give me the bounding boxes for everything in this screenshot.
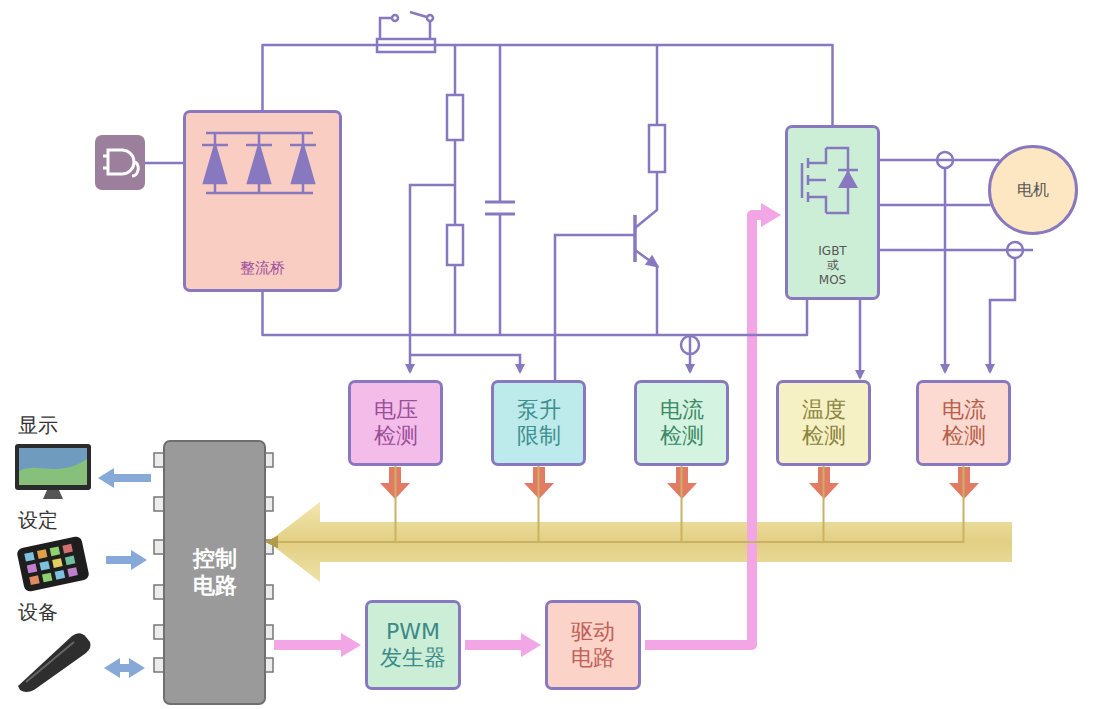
process-box: 泵升 限制 — [491, 380, 586, 466]
motor-circle: 电机 — [988, 145, 1078, 235]
external-device: 设备 — [12, 600, 104, 704]
base-drive-line — [555, 235, 635, 380]
node-label: 温度 检测 — [798, 397, 849, 450]
motor-sense-line — [990, 258, 1015, 372]
circuit-wire — [880, 249, 1033, 252]
circuit-wire — [263, 45, 833, 125]
resistor-symbol — [447, 225, 463, 265]
flow-arrow — [114, 664, 139, 672]
flow-arrow — [268, 466, 539, 542]
power-wire — [145, 162, 183, 165]
switch-contact — [392, 15, 398, 21]
current-sensor — [681, 336, 699, 354]
pump-sense-line — [410, 355, 520, 372]
resistor-symbol — [447, 95, 463, 140]
circuit-wire — [880, 204, 991, 207]
diode-symbols — [186, 113, 333, 233]
setting-device: 设定 — [12, 508, 104, 592]
node-label: IGBT 或 MOS — [813, 244, 853, 287]
sensor-wire — [689, 335, 692, 355]
circuit-wire — [859, 300, 862, 378]
process-box: 驱动 电路 — [545, 600, 641, 690]
node-label: 整流桥 — [240, 259, 285, 277]
capacitor-wire — [499, 45, 502, 335]
controller-chip: 控制 电路 — [163, 440, 266, 705]
node-label: 电流 检测 — [656, 397, 707, 450]
flow-arrow — [274, 640, 347, 650]
igbt-symbol — [788, 128, 871, 223]
device-icon — [12, 628, 94, 694]
process-box: PWM 发生器 — [365, 600, 461, 690]
node-label: 电机 — [1017, 180, 1049, 199]
node-label: 控制 电路 — [189, 546, 240, 599]
flow-arrow — [268, 466, 964, 542]
switch-module-box: IGBT 或 MOS — [785, 125, 880, 300]
flow-arrow — [268, 466, 396, 542]
node-label: 电压 检测 — [370, 397, 421, 450]
flow-arrow — [108, 474, 151, 482]
process-box: 电流 检测 — [916, 380, 1011, 466]
process-box: 电流 检测 — [634, 380, 729, 466]
circuit-wire — [880, 159, 1000, 162]
divider-wire — [454, 45, 457, 335]
flow-arrow — [106, 556, 137, 564]
switch-contact — [427, 15, 433, 21]
process-box: 温度 检测 — [776, 380, 871, 466]
flow-arrow — [268, 466, 682, 542]
flow-arrow — [268, 466, 824, 542]
emitter-arrow — [647, 257, 657, 266]
node-label: 泵升 限制 — [513, 397, 564, 450]
motor-sense-line — [944, 168, 947, 372]
process-box: 电压 检测 — [348, 380, 443, 466]
device-label: 设备 — [18, 600, 58, 624]
rectifier-box: 整流桥 — [183, 110, 342, 292]
voltage-sense-line — [410, 185, 455, 372]
capacitor-symbol — [485, 202, 515, 214]
node-label: 电流 检测 — [938, 397, 989, 450]
device-label: 设定 — [18, 508, 58, 532]
bus-drop-arrows — [380, 467, 979, 499]
resistor-symbol — [649, 125, 665, 172]
device-label: 显示 — [18, 413, 58, 437]
circuit-wires — [145, 12, 1015, 380]
flow-arrow — [465, 640, 527, 650]
plug-icon — [95, 135, 145, 190]
transistor-symbol — [633, 215, 637, 262]
circuit-wire — [263, 292, 808, 335]
tablet-icon — [12, 536, 94, 592]
plug-shape — [103, 150, 138, 176]
plug-tile — [95, 135, 145, 190]
current-sense-line — [689, 354, 692, 372]
transistor-wire — [635, 45, 657, 335]
node-label: 驱动 电路 — [568, 619, 619, 672]
monitor-icon — [12, 441, 94, 503]
display-device: 显示 — [12, 413, 104, 511]
node-label: PWM 发生器 — [377, 619, 450, 672]
